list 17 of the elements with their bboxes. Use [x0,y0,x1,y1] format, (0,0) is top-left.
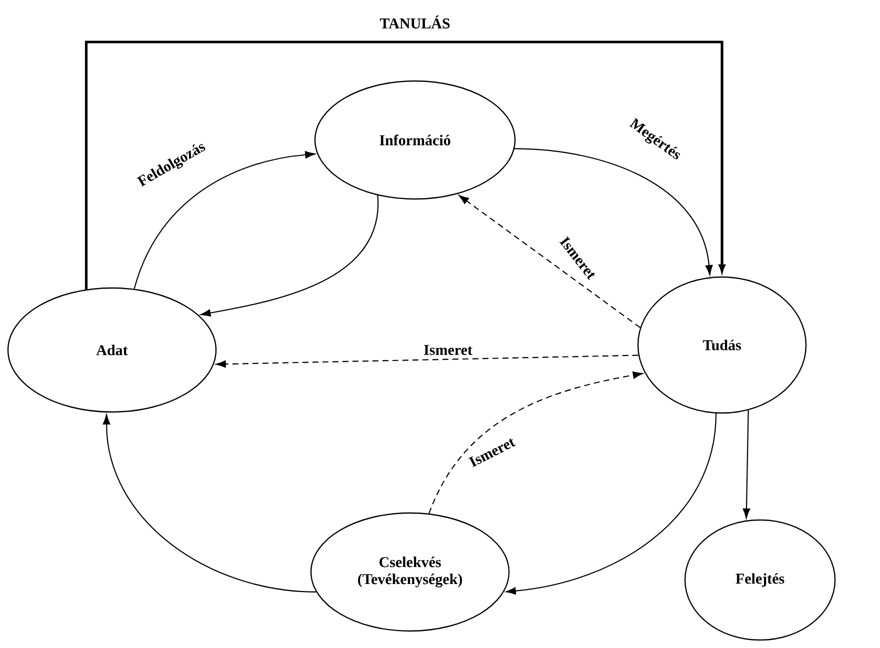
arrow [506,413,717,595]
arrow [200,195,378,317]
ellipse-node: Adat [7,287,217,413]
ellipse-node: Információ [314,80,516,200]
edge-label: TANULÁS [380,16,450,28]
arrow [102,414,316,592]
arrow [134,151,316,289]
arrow [428,371,643,514]
ellipse-node: Cselekvés (Tevékenységek) [310,512,510,632]
arrow [514,148,713,276]
ellipse-node: Felejtés [684,519,836,641]
arrow [742,410,750,518]
arrow [458,195,640,328]
ellipse-node: Tudás [637,276,807,414]
arrow [216,354,638,368]
arrow [84,40,726,290]
edge-label: Ismeret [424,345,472,355]
